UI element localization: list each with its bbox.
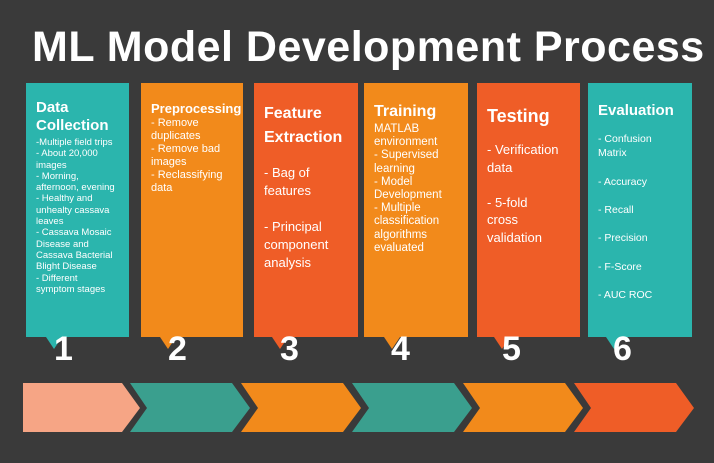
- step-number: 5: [502, 330, 521, 368]
- step-pointer: [384, 337, 400, 349]
- step-card-testing: Testing - Verification data - 5-fold cro…: [477, 83, 580, 337]
- step-card-preprocessing: Preprocessing - Remove duplicates - Remo…: [141, 83, 243, 337]
- step-number: 1: [54, 330, 73, 368]
- step-body: - Verification data - 5-fold cross valid…: [487, 142, 559, 245]
- step-number: 3: [280, 330, 299, 368]
- step-pointer: [606, 337, 622, 349]
- step-pointer: [272, 337, 288, 349]
- step-card-training: Training MATLAB environment - Supervised…: [364, 83, 468, 337]
- step-body: - Remove duplicates - Remove bad images …: [151, 117, 223, 194]
- step-number: 6: [613, 330, 632, 368]
- step-heading: Training: [374, 103, 437, 120]
- step-pointer: [46, 337, 62, 349]
- step-pointer: [160, 337, 176, 349]
- chevron-step-3: [241, 383, 361, 432]
- step-heading: Testing: [487, 106, 550, 126]
- step-number: 4: [391, 330, 410, 368]
- step-card-data-collection: Data Collection -Multiple field trips - …: [26, 83, 129, 337]
- step-heading: Preprocessing: [151, 101, 242, 116]
- step-number: 2: [168, 330, 187, 368]
- step-card-feature-extraction: Feature Extraction - Bag of features - P…: [254, 83, 358, 337]
- step-body: - Bag of features - Principal component …: [264, 165, 329, 270]
- chevron-step-5: [463, 383, 583, 432]
- chevron-step-4: [352, 383, 472, 432]
- chevron-step-6: [574, 383, 694, 432]
- chevron-step-2: [130, 383, 250, 432]
- step-body: - Confusion Matrix - Accuracy - Recall -…: [598, 133, 653, 302]
- step-pointer: [494, 337, 510, 349]
- chevron-step-1: [23, 383, 140, 432]
- step-heading: Feature Extraction: [264, 105, 343, 146]
- page-title: ML Model Development Process: [32, 23, 705, 71]
- step-heading: Data Collection: [36, 99, 109, 134]
- step-body: -Multiple field trips - About 20,000 ima…: [36, 137, 115, 295]
- step-heading: Evaluation: [598, 102, 674, 119]
- step-card-evaluation: Evaluation - Confusion Matrix - Accuracy…: [588, 83, 692, 337]
- step-body: MATLAB environment - Supervised learning…: [374, 123, 442, 254]
